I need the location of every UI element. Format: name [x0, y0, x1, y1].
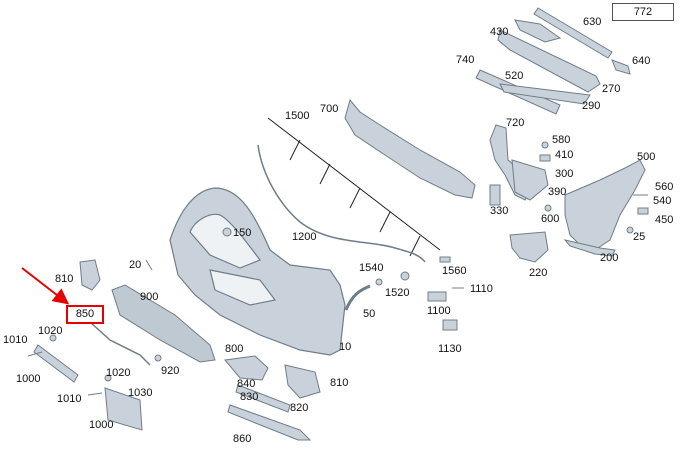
cable-part-1200: [257, 144, 426, 263]
callout-720[interactable]: 720: [506, 117, 525, 129]
callout-1540[interactable]: 1540: [359, 262, 384, 274]
callout-830[interactable]: 830: [240, 391, 259, 403]
callout-330[interactable]: 330: [490, 205, 509, 217]
callout-1200[interactable]: 1200: [292, 231, 317, 243]
harness-dimension-lines: [267, 117, 441, 257]
bracket-group-upper: [475, 19, 601, 115]
bracket-part-220: [509, 231, 549, 263]
callout-290[interactable]: 290: [582, 100, 601, 112]
callout-800[interactable]: 800: [225, 343, 244, 355]
rail-part-630: [533, 7, 631, 75]
side-bracket-right: [563, 159, 646, 257]
plate-part-1000-left: [33, 344, 79, 383]
callout-150[interactable]: 150: [233, 227, 252, 239]
callout-390[interactable]: 390: [548, 186, 567, 198]
callout-450[interactable]: 450: [655, 214, 674, 226]
trim-part-50: [344, 284, 371, 311]
callout-10[interactable]: 10: [339, 341, 352, 353]
callout-1010-left[interactable]: 1010: [3, 334, 28, 346]
callout-430[interactable]: 430: [490, 26, 509, 38]
callout-560[interactable]: 560: [655, 181, 674, 193]
callout-520[interactable]: 520: [505, 70, 524, 82]
callout-220[interactable]: 220: [529, 267, 548, 279]
callout-500[interactable]: 500: [637, 151, 656, 163]
callout-1110[interactable]: 1110: [470, 283, 493, 295]
callout-1000-lower[interactable]: 1000: [89, 419, 114, 431]
lower-trim-parts: [224, 355, 321, 441]
callout-920[interactable]: 920: [161, 365, 180, 377]
callout-1100[interactable]: 1100: [427, 305, 451, 317]
callout-640[interactable]: 640: [632, 55, 651, 67]
callout-600[interactable]: 600: [541, 213, 560, 225]
reference-number-box: 772: [612, 3, 674, 21]
callout-1130[interactable]: 1130: [438, 343, 462, 355]
callout-1020-left[interactable]: 1020: [38, 325, 63, 337]
bracket-part-700: [344, 98, 476, 199]
callout-900[interactable]: 900: [140, 291, 159, 303]
callout-1520[interactable]: 1520: [385, 287, 410, 299]
callout-740[interactable]: 740: [456, 54, 475, 66]
callout-820[interactable]: 820: [290, 402, 309, 414]
callout-1560[interactable]: 1560: [442, 265, 467, 277]
grille-part-900: [111, 284, 216, 363]
callout-200[interactable]: 200: [600, 252, 619, 264]
callout-300[interactable]: 300: [555, 168, 574, 180]
highlighted-callout-850[interactable]: 850: [66, 305, 104, 324]
callout-840[interactable]: 840: [237, 378, 256, 390]
callout-410[interactable]: 410: [555, 149, 574, 161]
part-810-left: [79, 259, 101, 291]
highlight-arrow: [21, 267, 70, 305]
callout-25[interactable]: 25: [633, 231, 646, 243]
callout-700[interactable]: 700: [320, 103, 339, 115]
callout-1000-left[interactable]: 1000: [16, 373, 41, 385]
small-hardware: [27, 141, 649, 396]
callout-50[interactable]: 50: [363, 308, 376, 320]
callout-20[interactable]: 20: [129, 259, 142, 271]
callout-810-right[interactable]: 810: [330, 377, 349, 389]
callout-630[interactable]: 630: [583, 16, 602, 28]
callout-810-left[interactable]: 810: [55, 273, 74, 285]
callout-1030[interactable]: 1030: [128, 387, 153, 399]
side-bracket-left: [489, 124, 549, 206]
callout-580[interactable]: 580: [552, 134, 571, 146]
callout-270[interactable]: 270: [602, 83, 621, 95]
strip-part-920: [89, 321, 151, 366]
callout-860[interactable]: 860: [233, 433, 252, 445]
callout-540[interactable]: 540: [653, 195, 672, 207]
callout-1500[interactable]: 1500: [285, 110, 310, 122]
bumper-main-part-10: [169, 187, 346, 356]
callout-1020-lower[interactable]: 1020: [106, 367, 131, 379]
plate-part-1000-lower: [104, 387, 143, 431]
callout-1010-lower[interactable]: 1010: [57, 393, 82, 405]
